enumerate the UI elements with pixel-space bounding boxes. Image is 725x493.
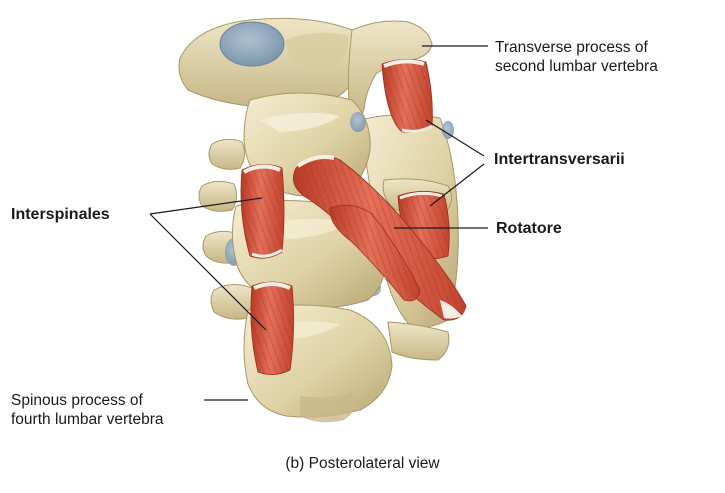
label-spinous-line2: fourth lumbar vertebra: [11, 410, 164, 429]
label-transverse-line2: second lumbar vertebra: [495, 57, 658, 76]
label-rotatore: Rotatore: [496, 219, 562, 238]
figure-caption: (b) Posterolateral view: [0, 455, 725, 473]
label-intertransversarii: Intertransversarii: [494, 150, 625, 169]
label-transverse-line1: Transverse process of: [495, 38, 658, 57]
label-interspinales: Interspinales: [11, 205, 110, 224]
intervertebral-disc: [220, 22, 284, 66]
label-transverse-process: Transverse process of second lumbar vert…: [495, 38, 658, 76]
label-spinous-process: Spinous process of fourth lumbar vertebr…: [11, 391, 164, 429]
label-spinous-line1: Spinous process of: [11, 391, 164, 410]
